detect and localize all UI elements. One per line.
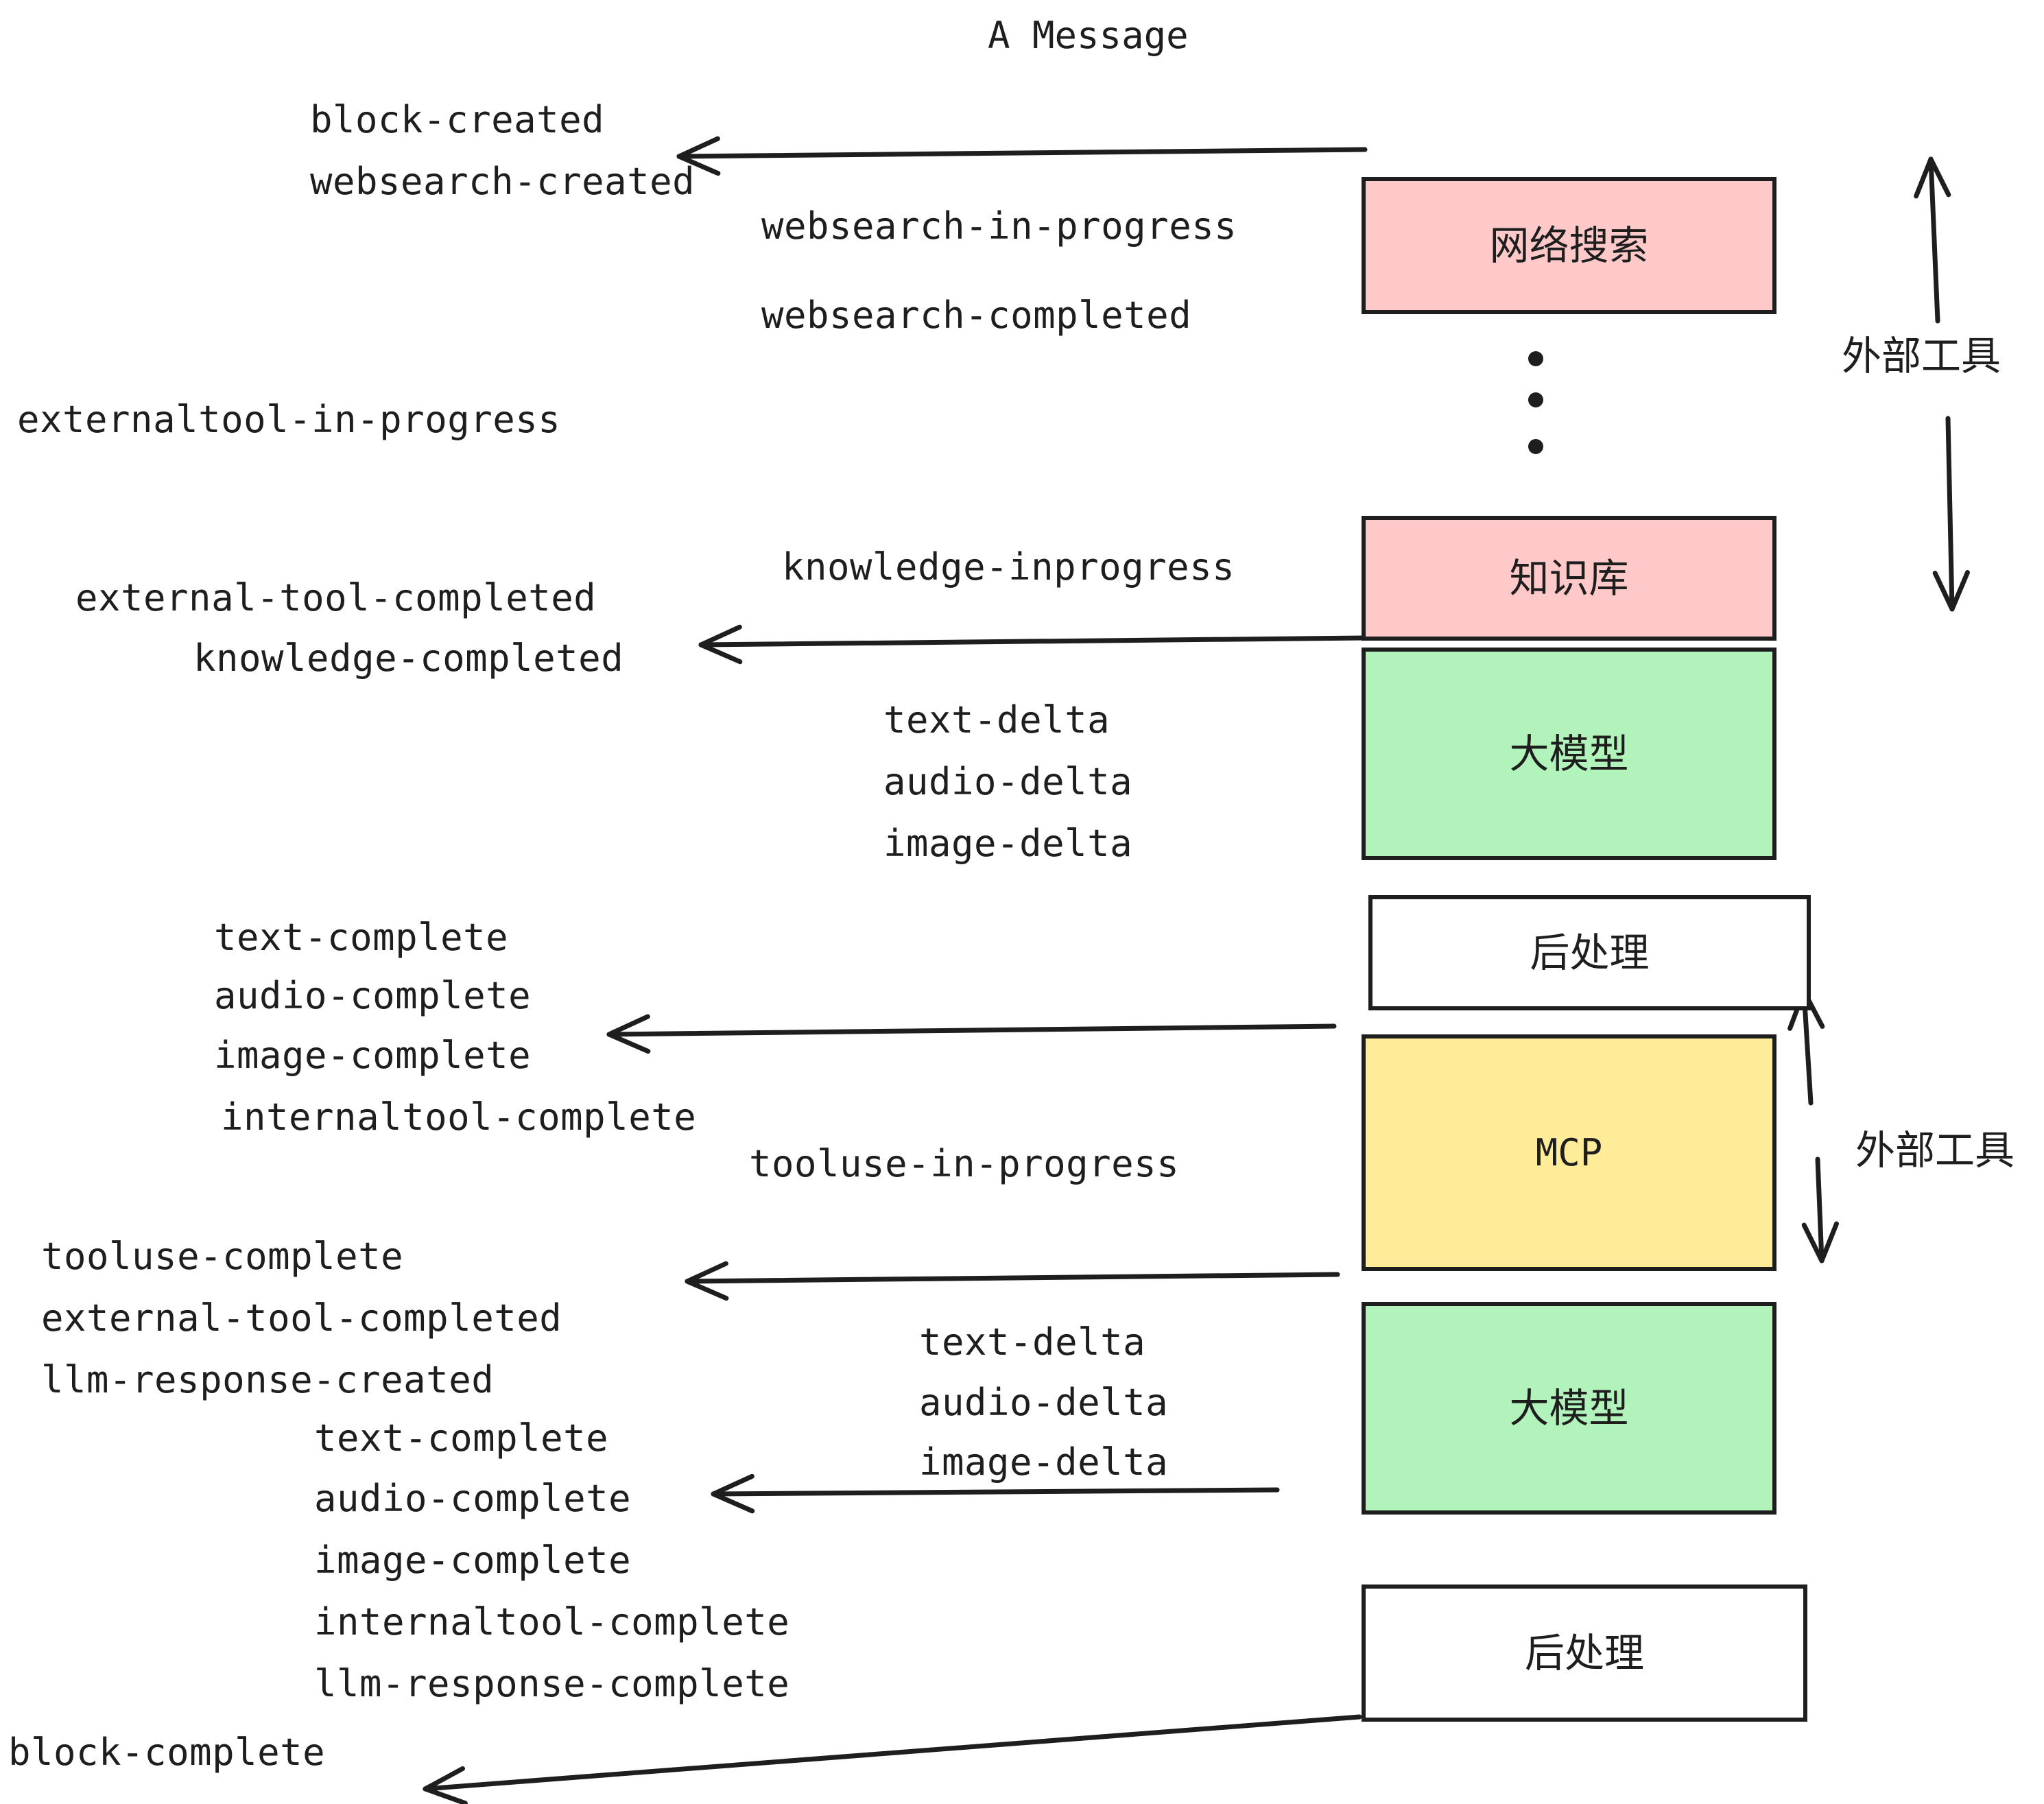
- arrow-llm2-out-shaft: [711, 1487, 1280, 1497]
- arrow-postproc1-out-head-b: [606, 1032, 651, 1054]
- external-tool-down-top: [1932, 416, 1971, 612]
- arrow-knowledge-out-head-b: [698, 642, 743, 665]
- event-label-internaltool-complete-1: internaltool-complete: [221, 1095, 697, 1139]
- node-label-mcp: MCP: [1535, 1130, 1603, 1174]
- external-tool-up-top-head-a: [1928, 156, 1951, 198]
- event-label-audio-complete-1: audio-complete: [214, 974, 532, 1017]
- arrow-mcp-out-head-a: [685, 1261, 728, 1284]
- arrow-mcp-out: [685, 1261, 1340, 1301]
- node-box-postproc-1[interactable]: 后处理: [1368, 895, 1811, 1010]
- external-tool-up-top-shaft: [1928, 156, 1940, 324]
- event-label-text-delta-1: text-delta: [883, 698, 1110, 741]
- arrow-postproc1-out-shaft: [606, 1023, 1337, 1037]
- event-label-image-delta-2: image-delta: [919, 1440, 1169, 1484]
- node-box-llm-2[interactable]: 大模型: [1362, 1302, 1776, 1515]
- external-tool-up-top: [1914, 156, 1951, 324]
- event-label-tooluse-in-progress: tooluse-in-progress: [749, 1142, 1180, 1185]
- event-label-image-complete-2: image-complete: [314, 1539, 632, 1582]
- arrow-llm2-out: [711, 1473, 1280, 1514]
- ellipsis-dot-1: [1528, 351, 1543, 366]
- node-box-knowledge[interactable]: 知识库: [1362, 516, 1776, 641]
- side-label-external-tool-bottom: 外部工具: [1855, 1127, 2015, 1174]
- ellipsis-dot-2: [1528, 392, 1543, 407]
- arrow-postproc2-out-head-b: [423, 1786, 468, 1804]
- arrow-mcp-out-shaft: [685, 1272, 1340, 1284]
- event-label-llm-response-complete: llm-response-complete: [314, 1662, 790, 1705]
- arrow-mcp-out-head-b: [685, 1279, 729, 1301]
- arrow-postproc2-out-shaft: [423, 1714, 1362, 1792]
- event-label-text-delta-2: text-delta: [919, 1320, 1146, 1364]
- arrow-postproc1-out-head-a: [606, 1014, 650, 1037]
- event-label-websearch-created: websearch-created: [310, 160, 696, 203]
- arrow-knowledge-out: [698, 624, 1368, 665]
- node-label-postproc-2: 后处理: [1524, 1630, 1644, 1676]
- page-title: A Message: [988, 14, 1189, 57]
- event-label-audio-complete-2: audio-complete: [314, 1477, 632, 1520]
- arrow-knowledge-out-shaft: [698, 635, 1368, 648]
- node-label-llm-2: 大模型: [1509, 1385, 1629, 1432]
- event-label-audio-delta-1: audio-delta: [883, 760, 1133, 803]
- external-tool-up-top-head-b: [1914, 156, 1934, 199]
- event-label-text-complete-1: text-complete: [214, 916, 509, 959]
- event-label-tooluse-complete: tooluse-complete: [41, 1235, 404, 1278]
- ellipsis-dot-3: [1528, 439, 1543, 454]
- arrow-llm2-out-head-b: [711, 1491, 755, 1514]
- arrow-knowledge-out-head-a: [698, 624, 742, 648]
- event-label-text-complete-2: text-complete: [314, 1416, 609, 1460]
- arrow-postproc2-out-head-a: [423, 1766, 466, 1792]
- external-tool-down-bot: [1801, 1156, 1839, 1263]
- arrow-websearch-out-head-a: [676, 136, 720, 159]
- event-label-image-complete-1: image-complete: [214, 1034, 532, 1077]
- event-label-external-tool-completed-2: external-tool-completed: [41, 1296, 562, 1340]
- event-label-websearch-in-progress: websearch-in-progress: [761, 204, 1237, 248]
- event-label-internaltool-complete-2: internaltool-complete: [314, 1600, 790, 1643]
- event-label-knowledge-inprogress: knowledge-inprogress: [782, 545, 1235, 589]
- node-box-postproc-2[interactable]: 后处理: [1362, 1585, 1807, 1722]
- event-label-audio-delta-2: audio-delta: [919, 1381, 1169, 1424]
- external-tool-down-bot-head-a: [1801, 1222, 1825, 1263]
- event-label-image-delta-1: image-delta: [883, 822, 1133, 865]
- node-label-llm-1: 大模型: [1509, 731, 1629, 777]
- arrow-postproc1-out: [606, 1014, 1337, 1054]
- node-box-llm-1[interactable]: 大模型: [1362, 648, 1776, 860]
- node-label-postproc-1: 后处理: [1530, 929, 1650, 976]
- event-label-block-complete: block-complete: [8, 1731, 326, 1774]
- external-tool-down-top-shaft: [1945, 416, 1955, 612]
- arrow-websearch-out: [676, 136, 1368, 176]
- external-tool-down-top-head-a: [1932, 571, 1955, 612]
- event-label-externaltool-in-progress: externaltool-in-progress: [17, 398, 561, 441]
- arrow-websearch-out-shaft: [676, 147, 1368, 159]
- node-box-mcp[interactable]: MCP: [1362, 1034, 1776, 1271]
- external-tool-down-bot-shaft: [1815, 1156, 1825, 1263]
- event-label-websearch-completed: websearch-completed: [761, 294, 1192, 337]
- arrow-postproc2-out: [423, 1714, 1362, 1804]
- node-label-knowledge: 知识库: [1509, 555, 1629, 602]
- arrow-llm2-out-head-a: [711, 1473, 754, 1497]
- side-label-external-tool-top: 外部工具: [1842, 333, 2001, 379]
- external-tool-down-bot-head-b: [1819, 1221, 1839, 1263]
- event-label-knowledge-completed: knowledge-completed: [193, 637, 624, 680]
- arrow-websearch-out-head-b: [676, 154, 721, 176]
- external-tool-down-top-head-b: [1949, 570, 1971, 612]
- event-label-llm-response-created: llm-response-created: [41, 1358, 495, 1401]
- node-box-websearch[interactable]: 网络搜索: [1362, 177, 1776, 314]
- node-label-websearch: 网络搜索: [1489, 222, 1649, 269]
- event-label-external-tool-completed-1: external-tool-completed: [75, 576, 597, 619]
- event-label-block-created: block-created: [310, 98, 605, 141]
